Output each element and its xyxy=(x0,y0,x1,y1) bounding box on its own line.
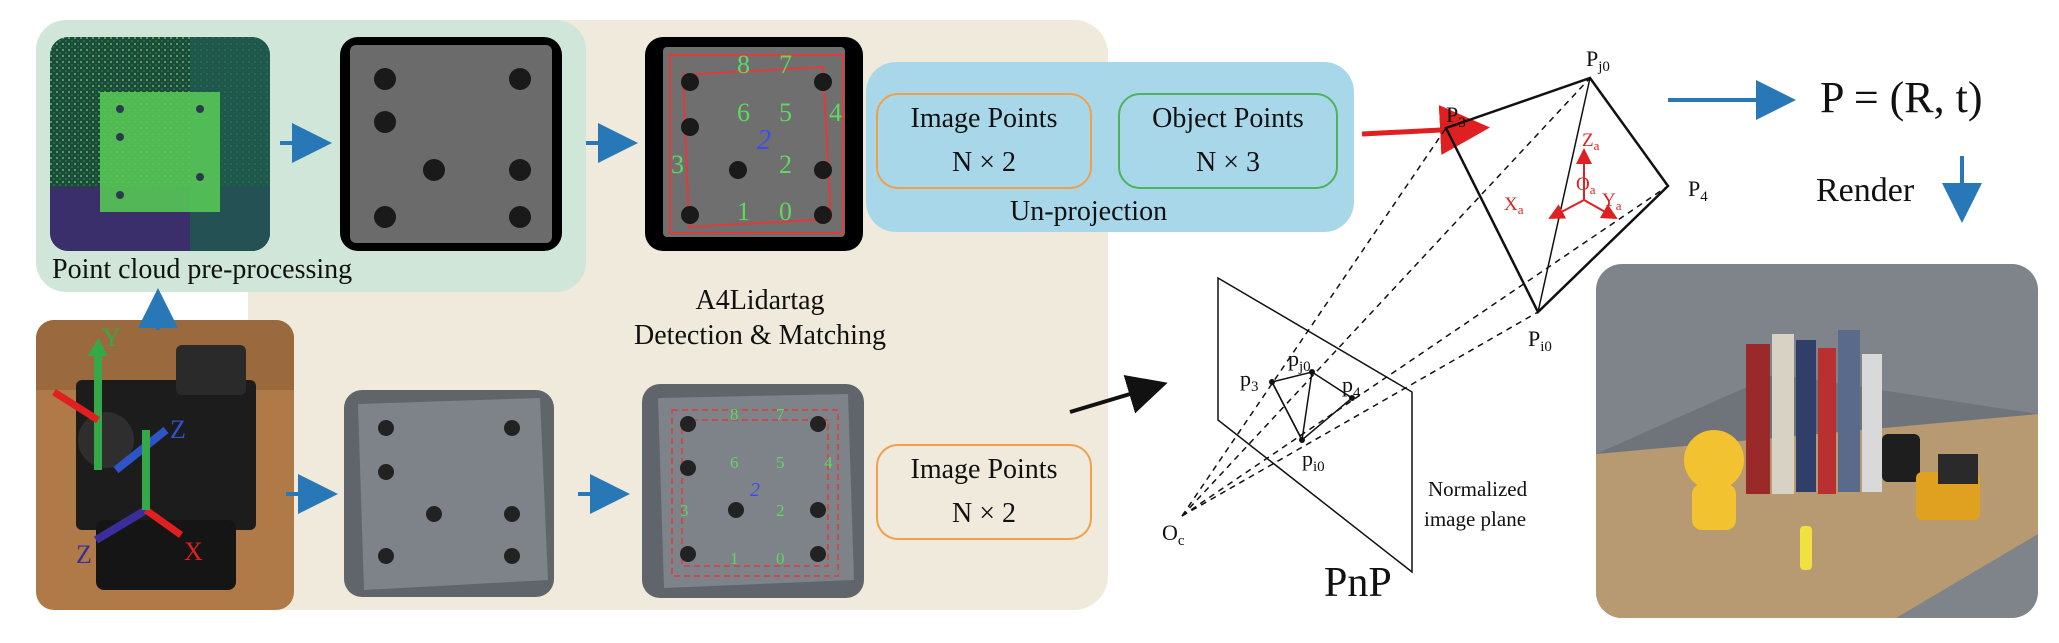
tag-number: 7 xyxy=(779,50,792,79)
tag-number: 1 xyxy=(737,197,750,226)
box-value: N × 2 xyxy=(951,498,1016,529)
tag-number: 4 xyxy=(829,98,842,127)
label-Pj0: Pj0 xyxy=(1586,46,1610,75)
unprojection-label: Un-projection xyxy=(1010,196,1168,227)
tag-number: 2 xyxy=(776,501,785,520)
detection-label-line1: A4Lidartag xyxy=(695,285,825,316)
pnp-title: PnP xyxy=(1324,560,1392,606)
axis-y-label: Y xyxy=(102,323,121,352)
tag-center-number: 2 xyxy=(750,479,760,501)
detected-tag-image: 8 7 6 5 4 3 2 1 0 2 xyxy=(645,37,863,251)
label-Za: Za xyxy=(1582,130,1600,153)
label-Pi0: Pi0 xyxy=(1528,326,1552,355)
filtered-tag-image xyxy=(340,37,562,251)
tag-number: 6 xyxy=(737,98,750,127)
axis-z-label: Z xyxy=(76,540,92,569)
camera-detected-image: 8 7 6 5 4 3 2 1 0 2 xyxy=(642,384,864,598)
label-Oc: Oc xyxy=(1162,520,1185,549)
label-pi0: pi0 xyxy=(1302,446,1325,475)
arrow-image-points-to-pnp xyxy=(1069,375,1168,414)
render-image xyxy=(1596,264,2038,618)
render-label: Render xyxy=(1816,172,1915,209)
label-Oa: Oa xyxy=(1576,174,1596,197)
preprocess-label: Point cloud pre-processing xyxy=(52,254,353,285)
tag-center-number: 2 xyxy=(757,125,771,156)
image-points-top-box: Image Points N × 2 xyxy=(876,93,1092,189)
tag-number: 6 xyxy=(730,453,739,472)
label-p3: p3 xyxy=(1240,366,1259,395)
label-P4: P4 xyxy=(1688,176,1708,205)
label-P3: P3 xyxy=(1446,102,1466,131)
plane-label-line1: Normalized xyxy=(1428,477,1528,501)
box-title: Object Points xyxy=(1152,103,1304,134)
object-points-box: Object Points N × 3 xyxy=(1118,93,1338,189)
axis-z-label: Z xyxy=(170,415,186,444)
tag-number: 0 xyxy=(779,197,792,226)
camera-tag-image xyxy=(344,390,554,597)
tag-number: 8 xyxy=(737,50,750,79)
detection-label-line2: Detection & Matching xyxy=(634,320,886,351)
tag-number: 5 xyxy=(776,453,785,472)
image-plane xyxy=(1217,276,1413,574)
label-Xa: Xa xyxy=(1504,194,1524,217)
image-points-bottom-box: Image Points N × 2 xyxy=(876,444,1092,540)
pnp-diagram xyxy=(1181,76,1670,574)
tag-number: 0 xyxy=(776,549,785,568)
tag-number: 3 xyxy=(671,150,684,179)
plane-label-line2: image plane xyxy=(1424,507,1526,531)
sensor-rig-photo: Y Z Z X xyxy=(36,320,294,610)
tag-number: 1 xyxy=(730,549,739,568)
tag-number: 4 xyxy=(824,453,833,472)
label-pj0: pj0 xyxy=(1288,346,1311,375)
unprojection-panel xyxy=(866,62,1354,232)
pose-label: P = (R, t) xyxy=(1820,73,1983,122)
box-title: Image Points xyxy=(910,454,1058,485)
box-value: N × 2 xyxy=(951,147,1016,178)
tag-number: 5 xyxy=(779,98,792,127)
label-p4: p4 xyxy=(1342,372,1361,401)
label-Ya: Ya xyxy=(1602,190,1622,213)
tag-number: 2 xyxy=(779,150,792,179)
box-value: N × 3 xyxy=(1195,147,1260,178)
point-cloud-image xyxy=(50,37,270,251)
tag-number: 8 xyxy=(730,405,739,424)
box-title: Image Points xyxy=(910,103,1058,134)
tag-number: 7 xyxy=(776,405,785,424)
axis-x-label: X xyxy=(184,537,203,566)
arrow-object-points-to-pnp xyxy=(1361,105,1490,155)
tag-number: 3 xyxy=(680,501,689,520)
object-frame xyxy=(1548,148,1618,219)
